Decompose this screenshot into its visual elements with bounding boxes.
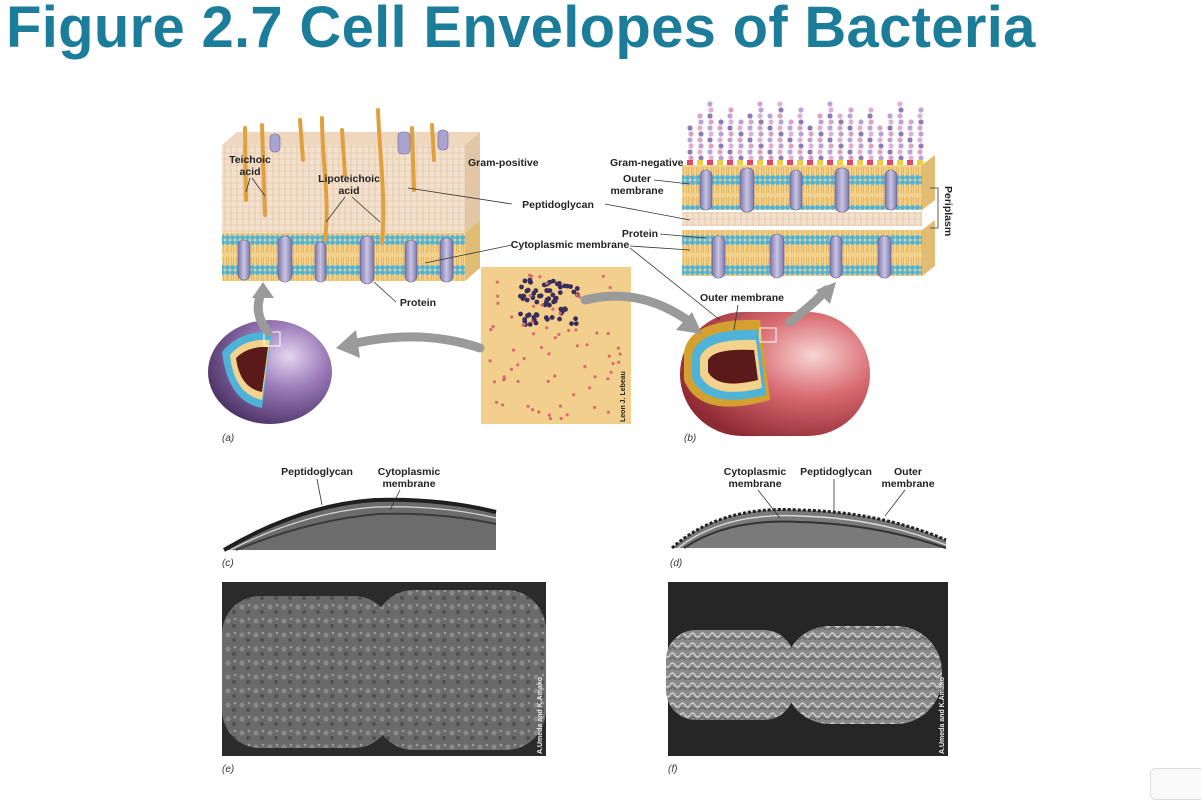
slide-nav-widget[interactable] xyxy=(1150,768,1201,800)
label-periplasm: Periplasm xyxy=(942,186,954,236)
label-lipoteichoic-2: acid xyxy=(338,185,359,197)
credit-f: A.Umeda and K.Amako xyxy=(939,677,946,754)
label-outer-2: membrane xyxy=(610,185,663,197)
tem-gram-negative xyxy=(670,508,947,550)
label-d-cyto-2: membrane xyxy=(728,478,781,490)
sem-gram-positive: A.Umeda and K.Amako xyxy=(222,582,546,756)
label-c-peptidoglycan: Peptidoglycan xyxy=(281,466,353,478)
label-teichoic-1: Teichoic xyxy=(229,154,271,166)
sem-gram-negative: A.Umeda and K.Amako xyxy=(666,582,948,756)
cell-envelope-figure: Leon J. Lebeau Teichoic acid Lipoteichoi… xyxy=(208,101,954,775)
panel-a: (a) xyxy=(222,433,234,444)
label-d-outer-1: Outer xyxy=(894,466,922,478)
label-outer-membrane: Outer membrane xyxy=(700,292,784,304)
credit-e: A.Umeda and K.Amako xyxy=(537,677,544,754)
label-teichoic-2: acid xyxy=(239,166,260,178)
panel-f: (f) xyxy=(668,764,677,775)
panel-c: (c) xyxy=(222,558,234,569)
label-d-cyto-1: Cytoplasmic xyxy=(724,466,787,478)
label-protein-b: Protein xyxy=(622,228,658,240)
credit-micrograph: Leon J. Lebeau xyxy=(620,371,627,422)
label-gram-positive: Gram-positive xyxy=(468,157,539,169)
label-peptidoglycan: Peptidoglycan xyxy=(522,199,594,211)
label-c-cyto-2: membrane xyxy=(382,478,435,490)
panel-b: (b) xyxy=(684,433,696,444)
page-title: Figure 2.7 Cell Envelopes of Bacteria xyxy=(6,0,1036,60)
tem-gram-positive xyxy=(222,497,497,552)
label-d-outer-2: membrane xyxy=(881,478,934,490)
label-cytoplasmic-membrane: Cytoplasmic membrane xyxy=(511,239,630,251)
gram-positive-wall xyxy=(222,108,480,285)
gram-negative-wall xyxy=(682,101,939,279)
label-outer-1: Outer xyxy=(623,173,651,185)
label-d-peptidoglycan: Peptidoglycan xyxy=(800,466,872,478)
gram-negative-cell xyxy=(680,312,870,436)
label-lipoteichoic-1: Lipoteichoic xyxy=(318,173,380,185)
gram-stain-micrograph: Leon J. Lebeau xyxy=(481,267,631,424)
label-c-cyto-1: Cytoplasmic xyxy=(378,466,441,478)
panel-e: (e) xyxy=(222,764,234,775)
label-protein-a: Protein xyxy=(400,297,436,309)
gram-positive-cell xyxy=(208,320,332,424)
panel-d: (d) xyxy=(670,558,682,569)
lps-chains xyxy=(687,101,924,167)
label-gram-negative: Gram-negative xyxy=(610,157,684,169)
